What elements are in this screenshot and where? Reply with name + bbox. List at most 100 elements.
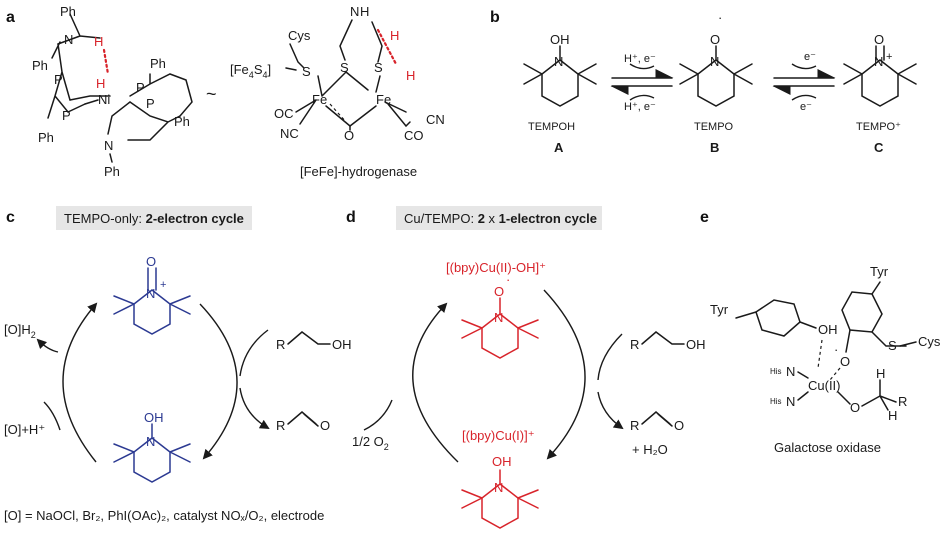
oxidant-byproduct: [O]H2 <box>4 322 36 340</box>
oxygen-reagent: 1/2 O2 <box>352 434 389 452</box>
fe-label: Fe <box>312 92 327 107</box>
tempoh-name: TEMPOH <box>528 121 575 133</box>
o-label: O <box>146 254 156 269</box>
p-label: P <box>136 80 145 95</box>
panel-c-header-box <box>56 206 252 230</box>
tempoh-letter: A <box>554 140 564 155</box>
o-label: O <box>494 284 504 299</box>
n-label: N <box>64 32 73 47</box>
cu-ii-complex: [(bpy)Cu(II)-OH]⁺ <box>446 260 546 275</box>
n-label: N <box>494 480 503 495</box>
alcohol-substrate-d: R OH <box>630 331 706 352</box>
panel-d-header-box <box>396 206 602 230</box>
tempo-plus-name: TEMPO⁺ <box>856 121 901 133</box>
oxidant-reagent: [O]+H⁺ <box>4 422 45 437</box>
ph-label: Ph <box>38 130 54 145</box>
aldehyde-product-c: R O <box>276 411 330 433</box>
nc-label: NC <box>280 126 299 141</box>
plus-sign: + <box>886 51 892 63</box>
o-label: O <box>874 32 884 47</box>
h-label: H <box>94 34 103 49</box>
cu-i-complex: [(bpy)Cu(I)]⁺ <box>462 428 535 443</box>
nh-label: N <box>350 4 359 19</box>
ph-label: Ph <box>60 4 76 19</box>
cys-label: Cys <box>288 28 311 43</box>
co-label: CO <box>404 128 424 143</box>
n-label: N <box>786 394 795 409</box>
fefe-hydrogenase: N H H H Cys [Fe4S4] S S S Fe Fe OC NC O … <box>230 4 445 179</box>
oc-label: OC <box>274 106 294 121</box>
h-label: H <box>888 408 897 423</box>
panel-label-a: a <box>6 9 15 26</box>
o-label: O <box>840 354 850 369</box>
panel-d-title: Cu/TEMPO: 2 x 1-electron cycle <box>404 211 597 226</box>
water-byproduct: + H₂O <box>632 442 668 457</box>
cycle-c-arcs <box>36 302 270 463</box>
p-label: P <box>54 72 63 87</box>
o-label: O <box>850 400 860 415</box>
n-label: N <box>146 286 155 301</box>
r-label: R <box>898 394 907 409</box>
s-label: S <box>374 60 383 75</box>
tempo-plus-letter: C <box>874 140 884 155</box>
p-label: P <box>146 96 155 111</box>
radical-dot: · <box>718 10 722 25</box>
n-plus-label: N <box>874 54 883 69</box>
oxidant-footnote: [O] = NaOCl, Br₂, PhI(OAc)₂, catalyst NO… <box>4 508 324 523</box>
n-label: N <box>554 54 563 69</box>
panel-label-c: c <box>6 209 15 226</box>
ph-label: Ph <box>32 58 48 73</box>
fe-label: Fe <box>376 92 391 107</box>
oh-label: OH <box>686 337 706 352</box>
oh-label: OH <box>818 322 838 337</box>
h-label: H <box>390 28 399 43</box>
oh-label: OH <box>492 454 512 469</box>
n-label: N <box>146 434 155 449</box>
panel-label-e: e <box>700 209 709 226</box>
r-label: R <box>630 418 639 433</box>
tempo-red: O · N <box>461 272 539 359</box>
o-label: O <box>710 32 720 47</box>
oh-label: OH <box>550 32 570 47</box>
tyr-label: Tyr <box>710 302 729 317</box>
n-label: N <box>786 364 795 379</box>
tempo-name: TEMPO <box>694 121 734 133</box>
oh-label: OH <box>144 410 164 425</box>
tempo-letter: B <box>710 140 719 155</box>
tempo-structure: O · N TEMPO B <box>679 10 753 155</box>
alcohol-substrate-c: R OH <box>276 331 352 352</box>
s-label: S <box>340 60 349 75</box>
h-label: H <box>360 4 369 19</box>
o-label: O <box>344 128 354 143</box>
plus-sign: + <box>160 279 166 291</box>
r-label: R <box>276 337 285 352</box>
n-label: N <box>710 54 719 69</box>
equilibrium-arrow-b-c: e⁻ e⁻ <box>772 51 836 113</box>
tempoh-blue: OH N <box>113 410 191 483</box>
r-label: R <box>276 418 285 433</box>
ni-label: Ni <box>98 92 110 107</box>
radical-dot: · <box>506 272 510 287</box>
equilibrium-arrow-a-b: H⁺, e⁻ H⁺, e⁻ <box>610 53 674 113</box>
ni-complex: Ph N H H Ph P Ni P Ph P Ph P Ph N Ph <box>32 4 193 179</box>
tempo-plus-blue: O N + <box>113 254 191 335</box>
ph-label: Ph <box>150 56 166 71</box>
arrow-label: H⁺, e⁻ <box>624 53 656 65</box>
cn-label: CN <box>426 112 445 127</box>
arrow-label: H⁺, e⁻ <box>624 101 656 113</box>
oh-label: OH <box>332 337 352 352</box>
s-label: S <box>302 64 311 79</box>
galactose-caption: Galactose oxidase <box>774 440 881 455</box>
s-label: S <box>888 338 897 353</box>
o-label: O <box>674 418 684 433</box>
fe4s4-label: [Fe4S4] <box>230 62 271 80</box>
aldehyde-product-d: R O <box>630 411 684 433</box>
cu-label: Cu(II) <box>808 378 841 393</box>
panel-label-d: d <box>346 209 356 226</box>
h-label: H <box>406 68 415 83</box>
ph-label: Ph <box>174 114 190 129</box>
n-label: N <box>494 310 503 325</box>
his-label: His <box>770 367 782 376</box>
